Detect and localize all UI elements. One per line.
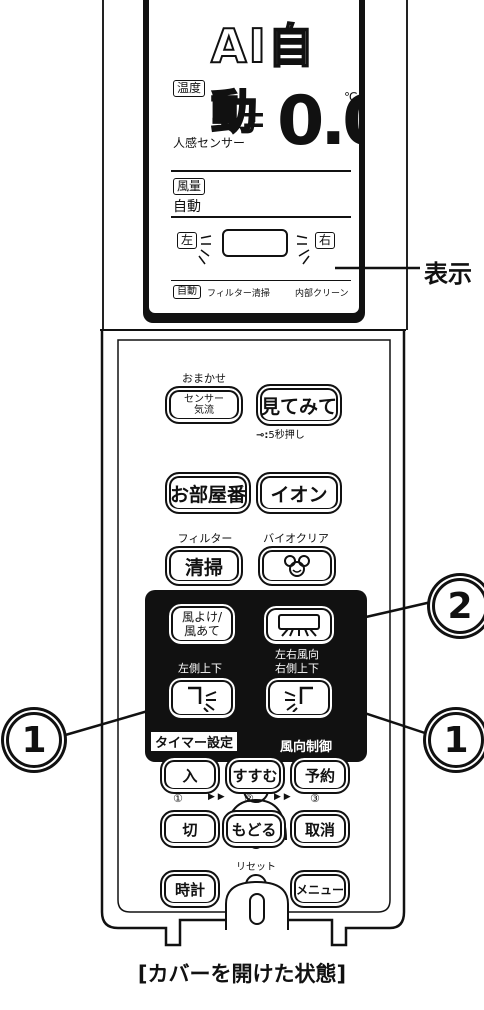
left-up-down-button[interactable] [167, 676, 237, 720]
right-up-down-label: 右側上下 [275, 662, 319, 675]
wind-avoid-button[interactable]: 風よけ/ 風あて [167, 602, 237, 646]
pin-slot-icon [225, 880, 289, 930]
filter-label: フィルター [177, 532, 233, 545]
lcd-temp-tag: 温度 [173, 80, 206, 97]
ion-button[interactable]: イオン [256, 472, 342, 514]
lcd-filter-clean: フィルター清掃 [207, 289, 270, 299]
cancel-button[interactable]: 取消 [290, 810, 350, 848]
lcd-inner-clean: 内部クリーン [295, 289, 349, 299]
timer-setting-label: タイマー設定 [151, 732, 238, 751]
lock-hint: ⊸:5秒押し [256, 430, 305, 441]
lcd-divider-3 [171, 280, 351, 281]
lr-direction-label: 左右風向 [275, 648, 319, 661]
bio-face-icon [284, 555, 310, 577]
lr-louver-icon [278, 614, 320, 637]
reset-label: リセット [236, 862, 276, 873]
bio-clear-button[interactable] [258, 546, 336, 586]
menu-button[interactable]: メニュー [290, 870, 350, 908]
lcd-fan-value: 自動 [173, 199, 201, 215]
mitemite-button[interactable]: 見てみて [256, 384, 342, 426]
clock-button[interactable]: 時計 [160, 870, 220, 908]
reserve-button[interactable]: 予約 [290, 756, 350, 794]
caption: [カバーを開けた状態] [137, 962, 347, 986]
lcd-frame: AI自動 温度 ± 0.0 ℃ 人感センサー 風量 自動 左 右 自動 フィルタ… [143, 0, 365, 323]
callout-2: 2 [432, 578, 484, 634]
lcd-temp-value: 0.0 [277, 82, 359, 161]
direction-control-label: 風向制御 [280, 740, 333, 755]
lcd-temp-unit: ℃ [344, 90, 358, 104]
right-up-down-button[interactable] [264, 676, 334, 720]
lcd-wind-indicator [198, 229, 310, 265]
callout-1-left: 1 [6, 712, 62, 768]
right-louver-icon [284, 686, 313, 712]
display-label: 表示 [424, 260, 472, 288]
lcd-divider-2 [171, 216, 351, 218]
seq-2: ② [244, 792, 254, 805]
lcd-mode-text: AI自動 [210, 18, 316, 140]
seq-arrow-2: ▶ ▶ [274, 792, 291, 802]
left-up-down-label: 左側上下 [178, 662, 222, 675]
callout-1-right: 1 [428, 712, 484, 768]
lr-direction-button[interactable] [262, 604, 336, 646]
lcd-left-tag: 左 [177, 232, 198, 249]
sensor-airflow-button[interactable]: センサー 気流 [165, 386, 243, 424]
timer-off-button[interactable]: 切 [160, 810, 220, 848]
seq-3: ③ [310, 792, 320, 805]
key-icon: ⊸: [256, 430, 269, 441]
lcd-screen: AI自動 温度 ± 0.0 ℃ 人感センサー 風量 自動 左 右 自動 フィルタ… [149, 0, 359, 313]
lcd-fan-tag: 風量 [173, 178, 206, 195]
lcd-right-tag: 右 [315, 232, 336, 249]
omakase-label: おまかせ [182, 372, 226, 385]
lcd-human-sensor: 人感センサー [173, 136, 246, 150]
cleaning-button[interactable]: 清掃 [165, 546, 243, 586]
lcd-sign: ± [241, 100, 267, 135]
my-room-button[interactable]: お部屋番 [165, 472, 251, 514]
advance-button[interactable]: すすむ [225, 756, 285, 794]
lcd-divider [171, 170, 351, 172]
lcd-auto-tag: 自動 [173, 285, 201, 299]
back-button[interactable]: もどる [222, 810, 286, 848]
seq-1: ① [173, 792, 183, 805]
timer-on-button[interactable]: 入 [160, 756, 220, 794]
left-louver-icon [188, 686, 217, 712]
bio-clear-label: バイオクリア [263, 532, 329, 545]
seq-arrow-1: ▶ ▶ [208, 792, 225, 802]
